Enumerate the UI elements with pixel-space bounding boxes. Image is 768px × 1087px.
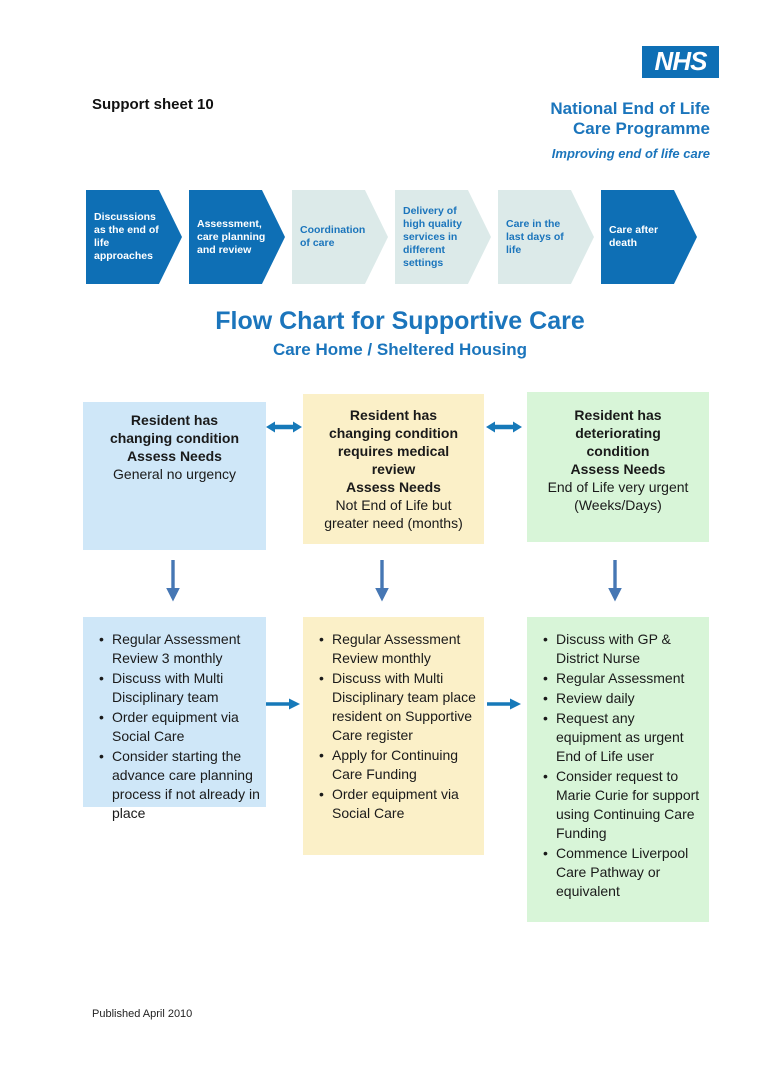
action-item: Review daily	[543, 689, 703, 708]
pathway-step-label: Discussions as the end of life approache…	[94, 211, 159, 262]
action-item: Regular Assessment	[543, 669, 703, 688]
actions-list: Regular Assessment Review monthlyDiscuss…	[319, 630, 478, 823]
right-arrow-icon	[487, 697, 521, 711]
page-title: Flow Chart for Supportive Care	[215, 307, 585, 335]
action-item: Discuss with Multi Disciplinary team pla…	[319, 669, 478, 745]
down-arrow-icon	[607, 560, 623, 602]
double-arrow-icon	[266, 420, 302, 434]
pathway-step-label: Care in the last days of life	[506, 217, 564, 256]
pathway-step-label: Assessment, care planning and review	[197, 217, 266, 256]
down-arrow-icon	[374, 560, 390, 602]
action-item: Discuss with Multi Disciplinary team	[99, 669, 260, 707]
programme-title-line2: Care Programme	[572, 119, 710, 138]
pathway-step-label: Coordination of care	[300, 224, 366, 249]
pathway-band: Discussions as the end of life approache…	[86, 190, 697, 284]
action-item: Regular Assessment Review monthly	[319, 630, 478, 668]
action-item: Consider request to Marie Curie for supp…	[543, 767, 703, 843]
action-item: Discuss with GP & District Nurse	[543, 630, 703, 668]
condition-line: Resident has	[574, 407, 662, 423]
action-item: Request any equipment as urgent End of L…	[543, 709, 703, 766]
pathway-step-label: Delivery of high quality services in dif…	[403, 204, 462, 269]
title-block: Flow Chart for Supportive Care Care Home…	[30, 306, 768, 361]
down-arrow-icon	[165, 560, 181, 602]
condition-line: (Weeks/Days)	[574, 497, 662, 513]
right-arrow-icon	[266, 697, 300, 711]
actions-list: Regular Assessment Review 3 monthlyDiscu…	[99, 630, 260, 823]
page-subtitle: Care Home / Sheltered Housing	[272, 340, 528, 359]
condition-line: Resident has	[349, 407, 438, 423]
pathway-step-chevron: Care in the last days of life	[498, 190, 594, 284]
pathway-step-label: Care after death	[609, 224, 659, 249]
pathway-step-chevron: Assessment, care planning and review	[189, 190, 285, 284]
condition-line: requires medical	[337, 443, 450, 459]
condition-line: changing condition	[109, 430, 240, 446]
action-item: Order equipment via Social Care	[99, 708, 260, 746]
condition-line: changing condition	[328, 425, 459, 441]
condition-line: Assess Needs	[570, 461, 666, 477]
programme-title-line1: National End of Life	[550, 99, 710, 118]
condition-line: condition	[586, 443, 650, 459]
pathway-step-chevron: Delivery of high quality services in dif…	[395, 190, 491, 284]
condition-line: review	[371, 461, 416, 477]
pathway-step-chevron: Discussions as the end of life approache…	[86, 190, 182, 284]
double-arrow-icon	[486, 420, 522, 434]
programme-tagline: Improving end of life care	[551, 146, 710, 161]
pathway-step-chevron: Care after death	[601, 190, 697, 284]
condition-line: General no urgency	[113, 466, 236, 482]
actions-box-deteriorating: Discuss with GP & District NurseRegular …	[527, 617, 709, 922]
action-item: Apply for Continuing Care Funding	[319, 746, 478, 784]
published-date: Published April 2010	[92, 1008, 193, 1020]
support-sheet-label: Support sheet 10	[92, 96, 214, 113]
programme-title-block: National End of Life Care Programme Impr…	[430, 99, 710, 161]
condition-line: deteriorating	[575, 425, 661, 441]
action-item: Commence Liverpool Care Pathway or equiv…	[543, 844, 703, 901]
condition-line: Not End of Life but	[335, 497, 452, 513]
actions-list: Discuss with GP & District NurseRegular …	[543, 630, 703, 901]
condition-line: Assess Needs	[127, 448, 222, 464]
condition-line: End of Life very urgent	[547, 479, 689, 495]
action-item: Consider starting the advance care plann…	[99, 747, 260, 823]
condition-line: Assess Needs	[346, 479, 441, 495]
condition-box-medical-review: Resident has changing condition requires m…	[303, 394, 484, 544]
actions-box-medical-review: Regular Assessment Review monthlyDiscuss…	[303, 617, 484, 855]
condition-line: greater need (months)	[324, 515, 463, 531]
condition-line: Resident has	[130, 412, 219, 428]
nhs-logo: NHS	[642, 46, 719, 78]
action-item: Regular Assessment Review 3 monthly	[99, 630, 260, 668]
actions-box-general: Regular Assessment Review 3 monthlyDiscu…	[83, 617, 266, 821]
pathway-step-chevron: Coordination of care	[292, 190, 388, 284]
action-item: Order equipment via Social Care	[319, 785, 478, 823]
